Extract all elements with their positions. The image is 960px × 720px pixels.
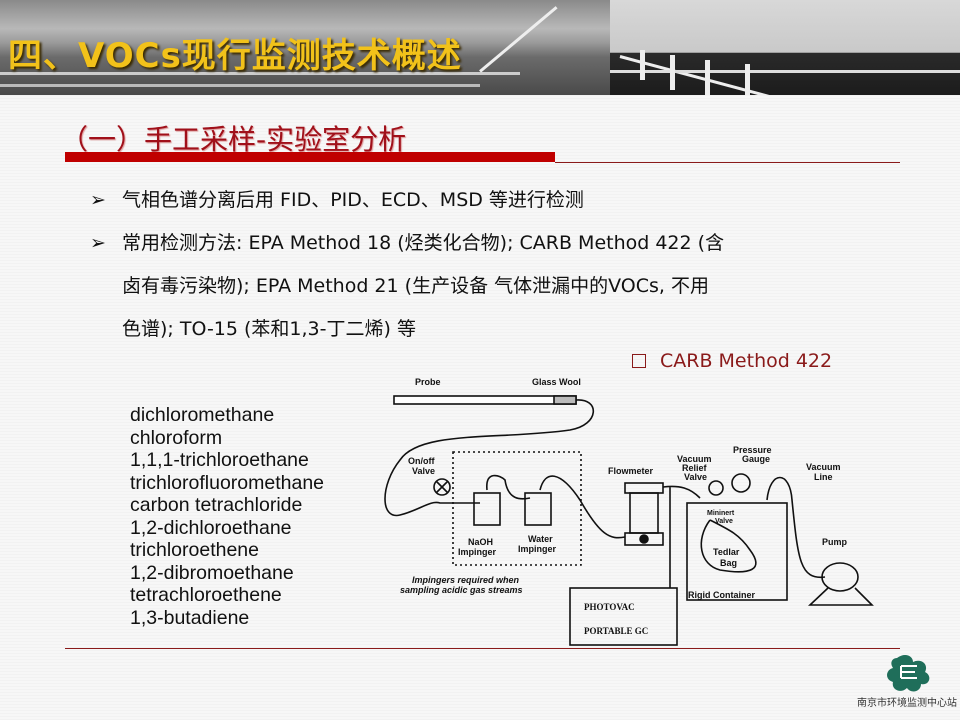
railing: [479, 6, 558, 73]
glass-wool: [553, 395, 577, 405]
bullet-text: 气相色谱分离后用 FID、PID、ECD、MSD 等进行检测: [122, 189, 584, 211]
vacuum-relief-valve: [708, 480, 724, 496]
logo-text: 南京市环境监测中心站: [857, 698, 957, 709]
slide-title: 四、VOCs现行监测技术概述: [8, 36, 462, 76]
label-vacuum: Vacuum: [677, 454, 712, 464]
compound-item: 1,2-dichloroethane: [130, 516, 292, 539]
compound-item: tetrachloroethene: [130, 584, 282, 606]
bullet-text: 卤有毒污染物); EPA Method 21 (生产设备 气体泄漏中的VOCs,…: [122, 275, 709, 297]
compound-item: trichloroethene: [130, 539, 259, 561]
label-mininert: Mininert: [707, 510, 735, 517]
label-vacuum-line: Vacuum: [806, 462, 841, 472]
label-gauge: Gauge: [742, 454, 770, 464]
railing-post: [670, 55, 675, 90]
pump: [821, 562, 859, 592]
label-valve: Valve: [684, 472, 707, 482]
sampling-apparatus-diagram: Probe Glass Wool On/off Valve NaOH Impin…: [384, 377, 874, 646]
label-tedlar: Tedlar: [713, 547, 740, 557]
section-subtitle: （一）手工采样-实验室分析: [60, 123, 407, 156]
rigid-container: [686, 502, 788, 601]
label-water: Water: [528, 534, 553, 544]
label-onoff: On/off: [408, 456, 435, 466]
divider-line: [555, 162, 900, 163]
label-relief: Relief: [682, 463, 708, 473]
arrow-bullet-icon: ➢: [90, 189, 106, 211]
photovac-gc: [569, 587, 678, 646]
carb-method-label: CARB Method 422: [632, 350, 832, 372]
header-photo-banner: 四、VOCs现行监测技术概述: [0, 0, 960, 95]
square-bullet-icon: [632, 354, 646, 368]
label-flowmeter: Flowmeter: [608, 466, 654, 476]
label-impinger-note: sampling acidic gas streams: [400, 585, 523, 595]
flowmeter-top: [624, 482, 664, 494]
label-portable-gc: PORTABLE GC: [584, 626, 648, 636]
tubing: [384, 399, 595, 517]
label-rigid-container: Rigid Container: [688, 590, 755, 600]
carb-method-text: CARB Method 422: [660, 350, 833, 372]
railing-post: [640, 50, 645, 80]
compound-list: dichloromethane chloroform 1,1,1-trichlo…: [130, 404, 324, 629]
footer-divider: [65, 648, 900, 649]
label-line: Line: [814, 472, 833, 482]
pipe: [0, 72, 520, 75]
compound-item: trichlorofluoromethane: [130, 471, 325, 494]
label-pump: Pump: [822, 537, 848, 547]
bullet-text: 色谱); TO-15 (苯和1,3-丁二烯) 等: [122, 318, 416, 340]
pipe: [0, 84, 480, 87]
impinger-box: [452, 451, 582, 566]
pressure-gauge: [731, 473, 751, 493]
flowmeter-base: [624, 532, 664, 546]
bullet-text: 常用检测方法: EPA Method 18 (烃类化合物); CARB Meth…: [122, 232, 725, 254]
label-pressure: Pressure: [733, 445, 772, 455]
label-photovac: PHOTOVAC: [584, 602, 635, 612]
water-impinger: [524, 492, 552, 526]
label-mininert-valve: Valve: [715, 518, 733, 525]
label-valve: Valve: [412, 466, 435, 476]
label-impinger: Impinger: [518, 544, 557, 554]
arrow-bullet-icon: ➢: [90, 232, 106, 254]
naoh-impinger: [473, 492, 501, 526]
header-photo-right: [610, 0, 960, 95]
label-impinger-note: Impingers required when: [412, 575, 520, 585]
compound-item: carbon tetrachloride: [130, 494, 303, 516]
nanjing-monitoring-center-logo: [887, 655, 930, 692]
railing-post: [705, 60, 710, 95]
label-naoh: NaOH: [468, 537, 493, 547]
compound-item: dichloromethane: [130, 404, 275, 426]
accent-bar: [65, 152, 555, 162]
compound-item: 1,2-dibromoethane: [130, 561, 294, 584]
compound-item: 1,3-butadiene: [130, 606, 250, 629]
compound-item: 1,1,1-trichloroethane: [130, 449, 309, 471]
probe-tube: [393, 395, 577, 405]
label-glass-wool: Glass Wool: [532, 377, 581, 387]
label-impinger: Impinger: [458, 547, 497, 557]
onoff-valve: [433, 478, 451, 496]
label-probe: Probe: [415, 377, 441, 387]
railing-post: [745, 64, 750, 95]
compound-item: chloroform: [130, 426, 223, 449]
railing: [610, 70, 960, 73]
label-bag: Bag: [720, 558, 737, 568]
